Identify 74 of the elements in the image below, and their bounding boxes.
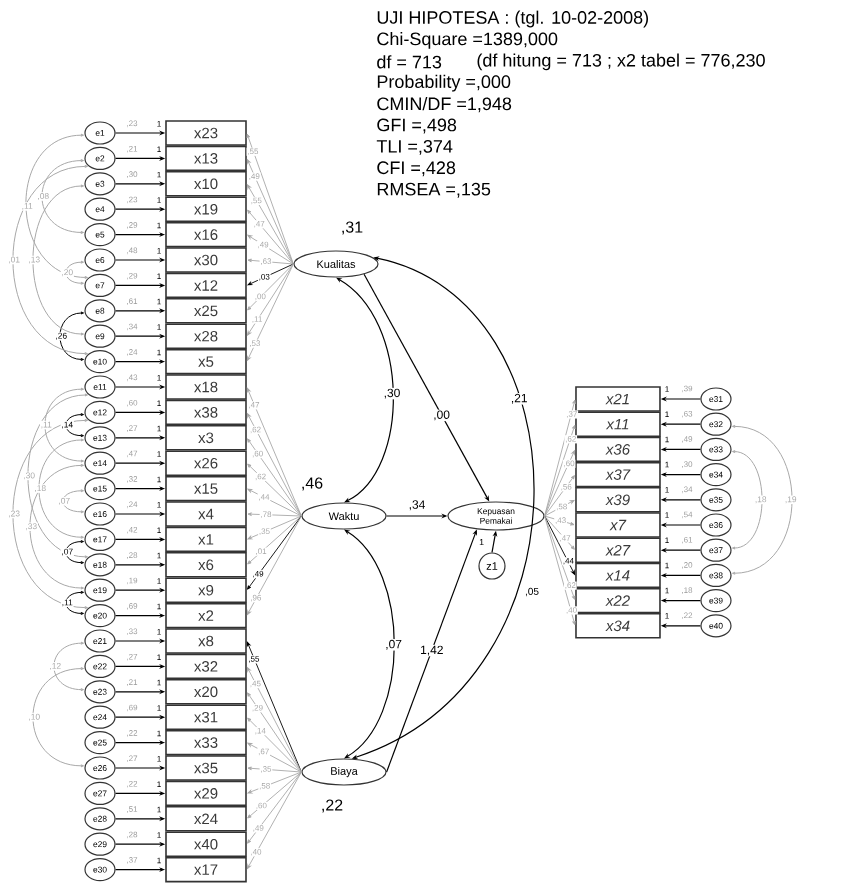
covariance-arrow bbox=[29, 463, 84, 590]
covariance-arrow bbox=[53, 641, 84, 692]
arrow bbox=[247, 263, 294, 311]
arrow bbox=[247, 515, 302, 565]
covariance-arrow bbox=[336, 277, 394, 503]
arrow bbox=[247, 438, 302, 517]
covariance-arrow bbox=[25, 133, 88, 279]
arrow bbox=[247, 263, 294, 286]
covariance-arrow bbox=[62, 489, 84, 514]
arrow bbox=[246, 413, 302, 517]
covariance-arrow bbox=[65, 540, 84, 565]
arrow bbox=[544, 515, 576, 575]
covariance-arrow bbox=[344, 529, 395, 759]
covariance-arrow bbox=[65, 590, 84, 615]
arrow bbox=[247, 771, 302, 794]
arrow bbox=[247, 488, 302, 517]
covariance-arrow bbox=[41, 159, 84, 234]
arrow bbox=[544, 515, 576, 626]
fit-statistic: Chi-Square =1389,000 bbox=[377, 32, 558, 49]
covariance-arrow bbox=[65, 413, 84, 438]
arrow bbox=[246, 641, 302, 773]
arrow bbox=[544, 515, 575, 526]
estimate-label: ,46 bbox=[302, 477, 323, 491]
arrow bbox=[247, 692, 302, 773]
arrow bbox=[246, 771, 302, 869]
covariance-arrow bbox=[32, 667, 84, 768]
arrow bbox=[246, 159, 294, 265]
title: UJI HIPOTESA : (tgl. 10-02-2008) bbox=[377, 10, 648, 28]
arrow bbox=[247, 717, 302, 773]
fit-statistic: CMIN/DF =1,948 bbox=[377, 96, 512, 113]
covariance-arrow bbox=[59, 311, 84, 361]
covariance-arrow bbox=[38, 438, 84, 539]
arrow bbox=[247, 263, 294, 336]
fit-statistic: GFI =,498 bbox=[377, 118, 457, 134]
arrow bbox=[544, 515, 576, 600]
arrow bbox=[544, 475, 575, 517]
covariance-arrow bbox=[731, 424, 793, 575]
arrow bbox=[544, 424, 576, 517]
arrow bbox=[247, 766, 302, 773]
covariance-arrow bbox=[12, 164, 88, 356]
arrow bbox=[247, 258, 294, 265]
arrow bbox=[247, 512, 302, 517]
covariance-arrow bbox=[65, 260, 84, 285]
arrow bbox=[246, 515, 302, 615]
arrow bbox=[246, 133, 294, 265]
arrow bbox=[247, 515, 302, 590]
arrow bbox=[247, 742, 302, 773]
arrow bbox=[246, 184, 294, 265]
arrow bbox=[247, 515, 302, 540]
covariance-arrow bbox=[27, 393, 88, 559]
arrow bbox=[247, 771, 302, 844]
covariance-arrow bbox=[32, 184, 84, 336]
fit-statistic: (df hitung = 713 ; x2 tabel = 776,230 bbox=[477, 53, 765, 71]
arrow bbox=[247, 463, 302, 517]
fit-statistic: RMSEA =,135 bbox=[377, 182, 491, 198]
arrow bbox=[544, 515, 575, 550]
covariance-arrow bbox=[44, 387, 84, 463]
arrow bbox=[246, 263, 294, 361]
arrow bbox=[246, 667, 302, 773]
covariance-arrow bbox=[12, 418, 88, 610]
fit-statistic: Probability =,000 bbox=[377, 74, 511, 92]
estimate-label: ,31 bbox=[342, 221, 363, 235]
arrow bbox=[544, 450, 576, 517]
fit-statistic: TLI =,374 bbox=[376, 139, 453, 155]
arrow bbox=[246, 387, 302, 517]
fit-statistic: CFI =,428 bbox=[377, 161, 456, 177]
covariance-arrow bbox=[731, 450, 763, 550]
arrow bbox=[247, 771, 302, 819]
arrow bbox=[544, 399, 576, 517]
arrow bbox=[544, 499, 575, 517]
estimate-label: ,22 bbox=[322, 799, 343, 813]
arrow bbox=[247, 234, 294, 265]
fit-statistic: df = 713 bbox=[377, 55, 442, 69]
arrow bbox=[247, 209, 294, 265]
